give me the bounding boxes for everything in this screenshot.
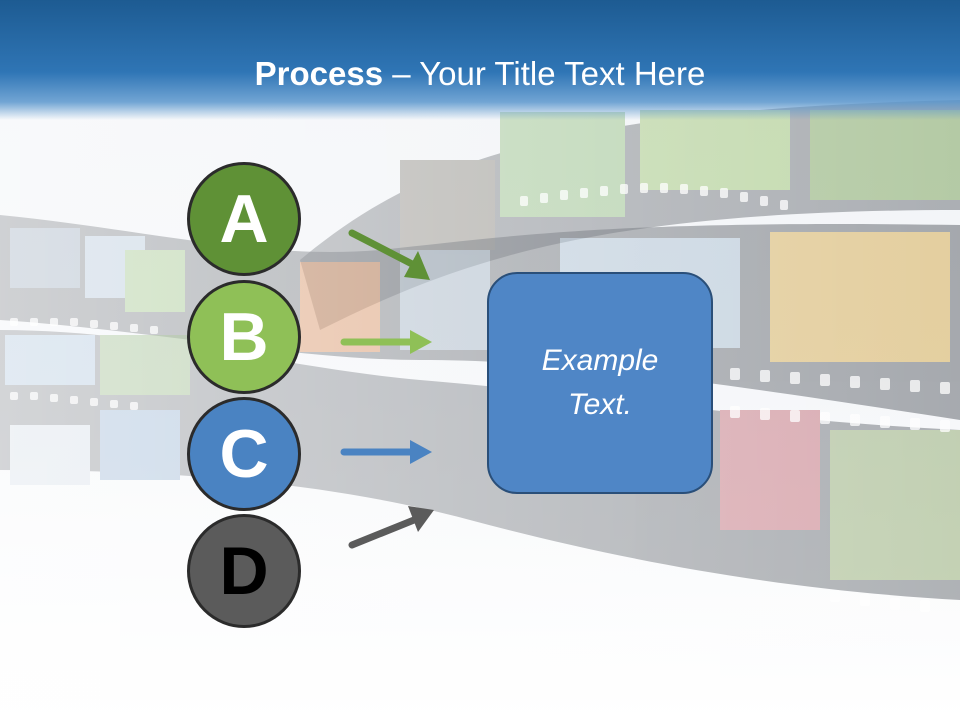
arrow-down-right-icon bbox=[348, 229, 430, 280]
example-text: Example Text. bbox=[541, 344, 659, 421]
title-bar bbox=[0, 0, 960, 120]
arrow-right-icon bbox=[340, 330, 432, 354]
circle-d: D bbox=[187, 514, 301, 628]
title-bold: Process bbox=[254, 55, 384, 92]
circle-c: C bbox=[187, 397, 301, 511]
arrow-right-icon bbox=[340, 440, 432, 464]
circle-b: B bbox=[187, 280, 301, 394]
arrow-up-right-icon bbox=[348, 506, 434, 549]
circle-a: A bbox=[187, 162, 301, 276]
example-text-box: Example Text. bbox=[487, 272, 713, 494]
slide-title: Process – Your Title Text Here bbox=[0, 52, 960, 96]
title-rest: – Your Title Text Here bbox=[383, 55, 706, 92]
